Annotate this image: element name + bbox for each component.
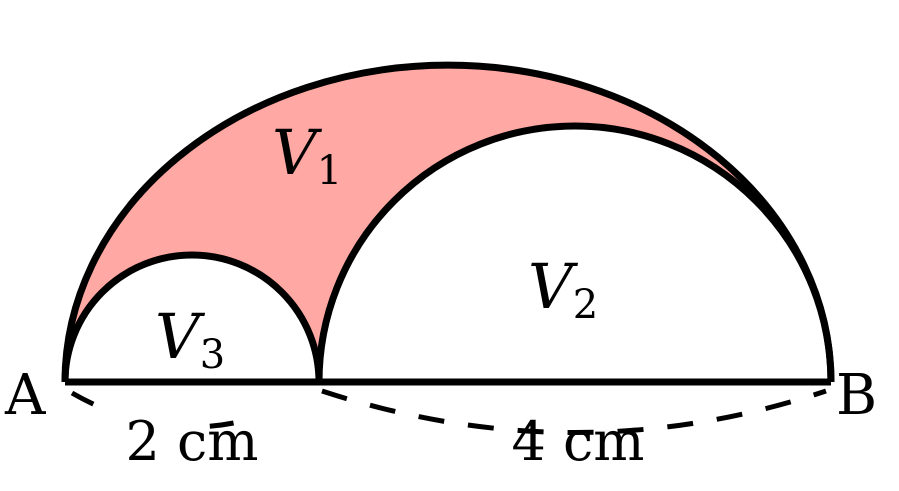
region-label-v1-subscript: 1 xyxy=(317,148,342,194)
point-label-b: B xyxy=(836,363,877,428)
region-label-v2-letter: V xyxy=(528,250,579,323)
dimension-label-right: 4 cm xyxy=(512,410,645,473)
left-semicircle-arc xyxy=(61,251,323,383)
point-label-a: A xyxy=(4,363,46,428)
shaded-region-v1 xyxy=(65,65,831,382)
region-label-v1: V1 xyxy=(272,116,342,194)
region-label-v3-letter: V xyxy=(155,300,206,373)
region-label-v2-subscript: 2 xyxy=(573,282,598,328)
region-label-v3-subscript: 3 xyxy=(200,332,225,378)
right-semicircle-arc xyxy=(315,122,835,383)
dimension-curve-right xyxy=(321,388,827,435)
region-label-v2: V2 xyxy=(528,250,598,328)
region-label-v3: V3 xyxy=(155,300,225,378)
dimension-label-left: 2 cm xyxy=(126,410,259,473)
region-label-v1-letter: V xyxy=(272,116,323,189)
